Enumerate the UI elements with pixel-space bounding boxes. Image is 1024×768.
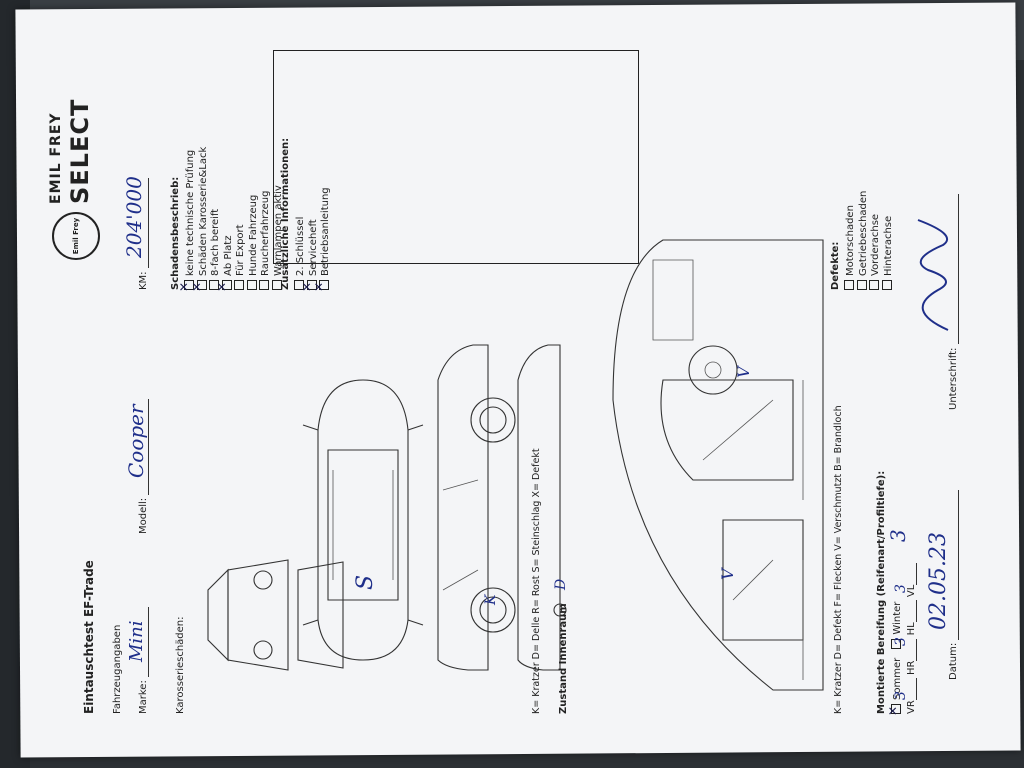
marke-value: Mini [126, 620, 147, 662]
damage-mark-side-2: D [553, 578, 569, 590]
checkbox-icon[interactable] [234, 280, 244, 290]
damage-mark-roof: S [353, 574, 378, 590]
sommer-checkbox-icon[interactable] [891, 704, 901, 714]
marke-label: Marke: [138, 680, 149, 714]
tire-hr-value: 3 [893, 637, 909, 646]
logo-brand-top: EMIL FREY [48, 112, 64, 204]
car-side-view [437, 344, 516, 671]
schaden-item[interactable]: Hunde Fahrzeug [246, 70, 260, 290]
form-title: Eintauschtest EF-Trade [82, 560, 96, 714]
checkbox-icon[interactable] [319, 280, 329, 290]
innenraum-heading: Zustand Innenraum [558, 603, 569, 714]
zusatz-item[interactable]: 2. Schlüssel [294, 90, 307, 290]
schaden-heading: Schadensbeschrieb: [170, 176, 181, 290]
checkbox-icon[interactable] [246, 280, 257, 290]
form-rotated: Emil Frey EMIL FREY SELECT Eintauschtest… [18, 0, 1008, 740]
damage-mark-side: K [483, 594, 499, 605]
defekte-item[interactable]: Getriebeschaden [856, 90, 870, 290]
schaden-list: keine technische Prüfung Schäden Karosse… [184, 70, 284, 290]
schaden-item[interactable]: Schäden Karosserie&Lack [196, 70, 210, 290]
defekte-item[interactable]: Hinterachse [881, 90, 895, 290]
defekte-list: Motorschaden Getriebeschaden Vorderachse… [844, 90, 894, 290]
defekte-item[interactable]: Motorschaden [844, 90, 857, 290]
schaden-item[interactable]: Für Export [234, 70, 247, 290]
tire-hl-value: 3 [893, 584, 909, 593]
car-side-view-2 [517, 344, 567, 671]
damage-mark-seat-front: V [718, 568, 737, 580]
defekte-heading: Defekte: [830, 241, 841, 290]
emil-frey-badge-icon: Emil Frey [52, 212, 100, 260]
checkbox-icon[interactable] [856, 280, 867, 290]
zusatz-heading: Zusätzliche Informationen: [280, 137, 291, 290]
modell-label: Modell: [138, 497, 149, 534]
zusatz-item[interactable]: Serviceheft [306, 90, 320, 290]
datum-value: 02.05.23 [926, 532, 951, 630]
bereifung-heading: Montierte Bereifung (Reifenart/Profiltie… [876, 470, 887, 714]
schaden-item[interactable]: 8-fach bereift [209, 70, 222, 290]
km-value: 204'000 [122, 176, 146, 258]
signature-mark [917, 219, 949, 331]
car-top-view [302, 379, 424, 661]
checkbox-icon[interactable] [881, 280, 892, 290]
brand-logo: Emil Frey EMIL FREY SELECT [48, 90, 108, 260]
defekte-item[interactable]: Vorderachse [869, 90, 882, 290]
checkbox-icon[interactable] [196, 280, 207, 290]
car-sketches [207, 344, 567, 671]
car-front-view [207, 559, 289, 671]
schaden-item[interactable]: Raucherfahrzeug [259, 70, 272, 290]
schaden-item[interactable]: keine technische Prüfung [184, 70, 197, 290]
km-label: KM: [138, 271, 149, 290]
damage-mark-seat-rear: V [734, 366, 753, 378]
car-rear-view [297, 561, 344, 669]
legend-outside: K= Kratzer D= Delle R= Rost S= Steinschl… [531, 448, 542, 714]
tire-vr-value: 3 [893, 691, 909, 700]
tire-vl-value: 3 [886, 529, 910, 542]
logo-brand-bottom: SELECT [66, 98, 94, 204]
fahrzeug-heading: Fahrzeugangaben [112, 624, 123, 714]
zusatz-item[interactable]: Betriebsanleitung [319, 90, 332, 290]
legend-inside: K= Kratzer D= Defekt F= Flecken V= Versc… [833, 405, 844, 714]
checkbox-icon[interactable] [869, 280, 879, 290]
checkbox-icon[interactable] [221, 280, 232, 290]
checkbox-icon[interactable] [844, 280, 854, 290]
schaden-item[interactable]: Ab Platz [221, 70, 235, 290]
modell-value: Cooper [124, 404, 148, 478]
interior-sketch [612, 239, 824, 691]
karosserie-label: Karosserieschäden: [175, 616, 186, 714]
zusatz-list: 2. Schlüssel Serviceheft Betriebsanleitu… [294, 90, 332, 290]
checkbox-icon[interactable] [259, 280, 269, 290]
